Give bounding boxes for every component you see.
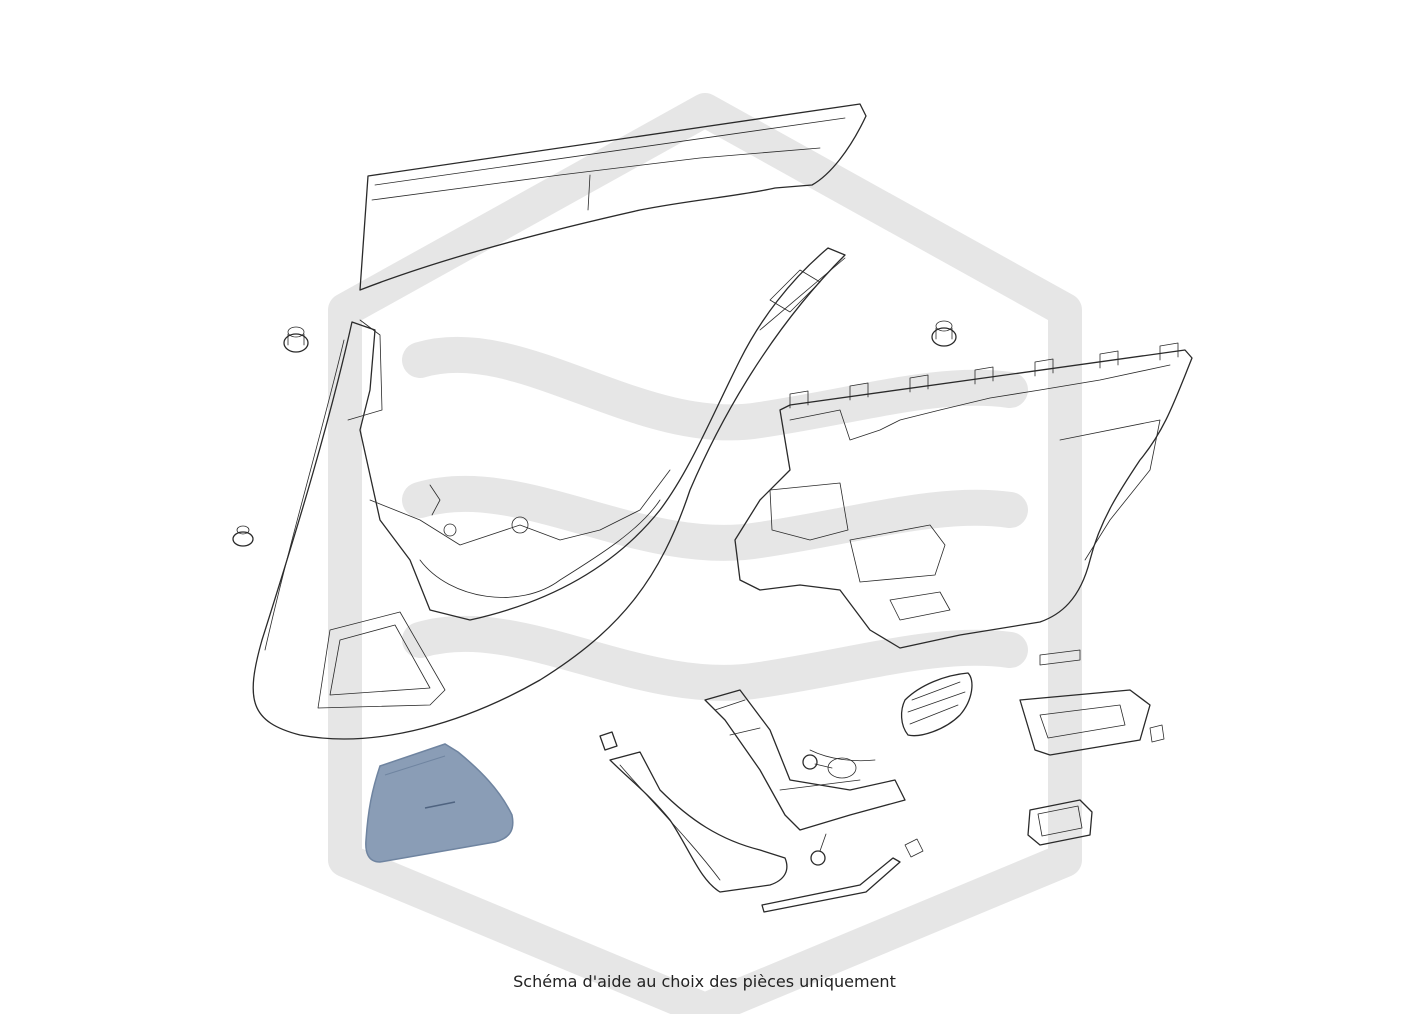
clip-1[interactable] (283, 326, 309, 353)
screw-2[interactable] (810, 833, 827, 866)
door-handle-bezel[interactable] (1019, 649, 1165, 756)
screw-1[interactable] (802, 754, 833, 770)
right-door-panel[interactable] (734, 342, 1193, 649)
fastener[interactable] (599, 731, 618, 751)
diagram-caption: Schéma d'aide au choix des pièces unique… (513, 972, 896, 991)
small-speaker-grille[interactable] (900, 672, 973, 737)
armrest-trim[interactable] (609, 751, 788, 893)
watermark-logo (328, 93, 1082, 1014)
upper-trim-strip[interactable] (359, 103, 867, 291)
speaker-grille-highlighted[interactable] (365, 743, 514, 863)
left-door-panel[interactable] (252, 247, 846, 740)
switch-bezel[interactable] (1027, 799, 1093, 846)
clip-3[interactable] (232, 525, 254, 547)
handle-bracket[interactable] (704, 689, 906, 831)
clip-2[interactable] (931, 320, 957, 347)
cable-rod[interactable] (761, 838, 924, 913)
